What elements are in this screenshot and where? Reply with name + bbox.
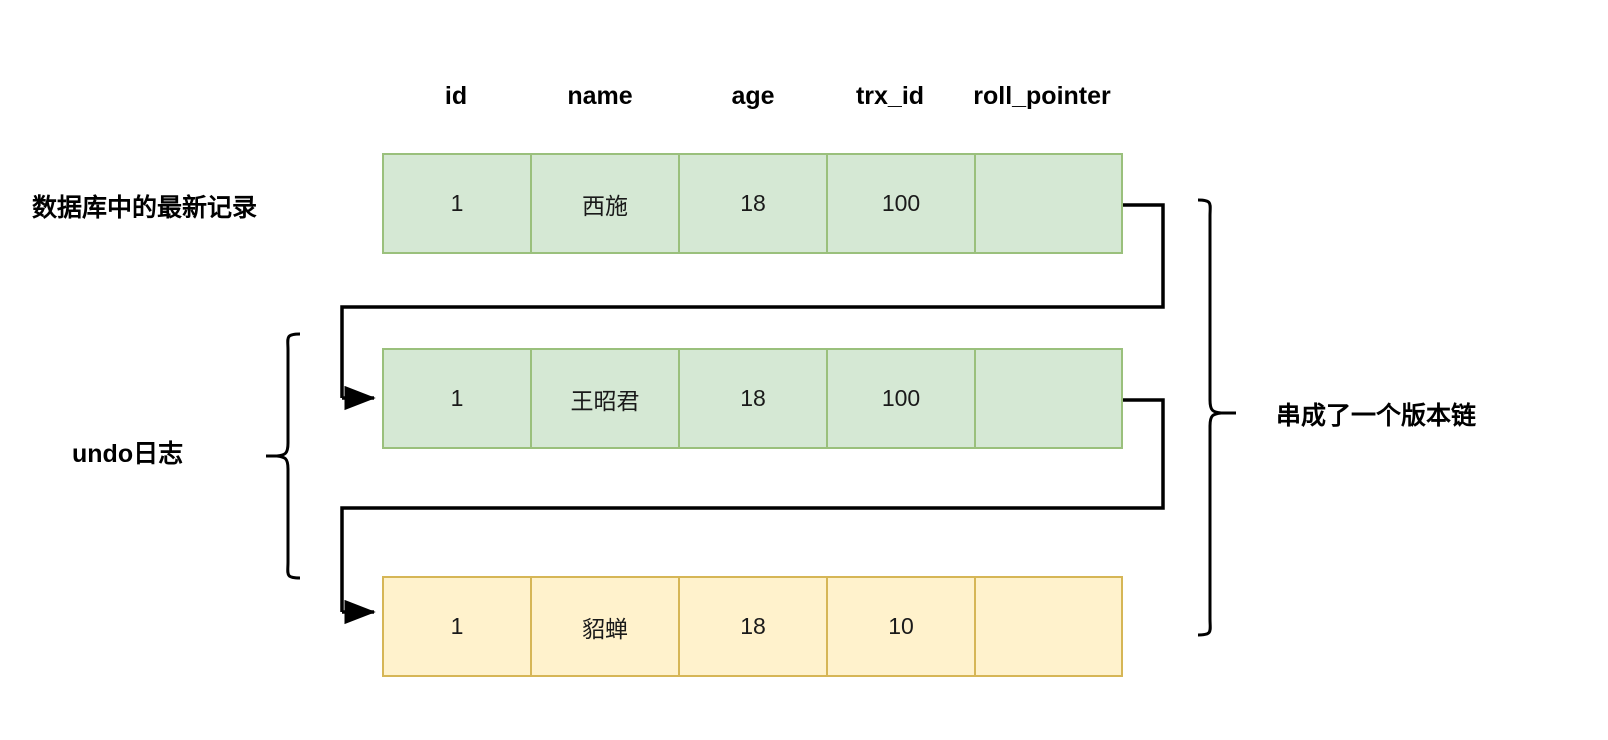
cell-name: 西施 — [532, 155, 680, 252]
cell-name: 貂蝉 — [532, 578, 680, 675]
column-header-name: name — [567, 82, 633, 110]
cell-trx-id: 10 — [828, 578, 976, 675]
column-header-trx-id: trx_id — [855, 82, 925, 110]
column-header-roll-pointer: roll_pointer — [973, 82, 1111, 110]
column-header-id: id — [444, 82, 468, 110]
record-row-undo-2: 1 貂蝉 18 10 — [382, 576, 1123, 677]
column-header-age: age — [731, 82, 775, 110]
label-latest-record: 数据库中的最新记录 — [32, 194, 258, 222]
cell-age: 18 — [680, 578, 828, 675]
cell-name: 王昭君 — [532, 350, 680, 447]
label-version-chain: 串成了一个版本链 — [1276, 402, 1477, 430]
label-undo-log: undo日志 — [72, 440, 184, 468]
cell-id: 1 — [384, 350, 532, 447]
cell-id: 1 — [384, 155, 532, 252]
record-row-latest: 1 西施 18 100 — [382, 153, 1123, 254]
cell-trx-id: 100 — [828, 350, 976, 447]
cell-id: 1 — [384, 578, 532, 675]
cell-roll-pointer — [976, 155, 1121, 252]
brace-undo-log — [276, 332, 301, 580]
cell-trx-id: 100 — [828, 155, 976, 252]
cell-roll-pointer — [976, 350, 1121, 447]
record-row-undo-1: 1 王昭君 18 100 — [382, 348, 1123, 449]
brace-version-chain — [1197, 198, 1222, 637]
cell-age: 18 — [680, 350, 828, 447]
cell-age: 18 — [680, 155, 828, 252]
cell-roll-pointer — [976, 578, 1121, 675]
